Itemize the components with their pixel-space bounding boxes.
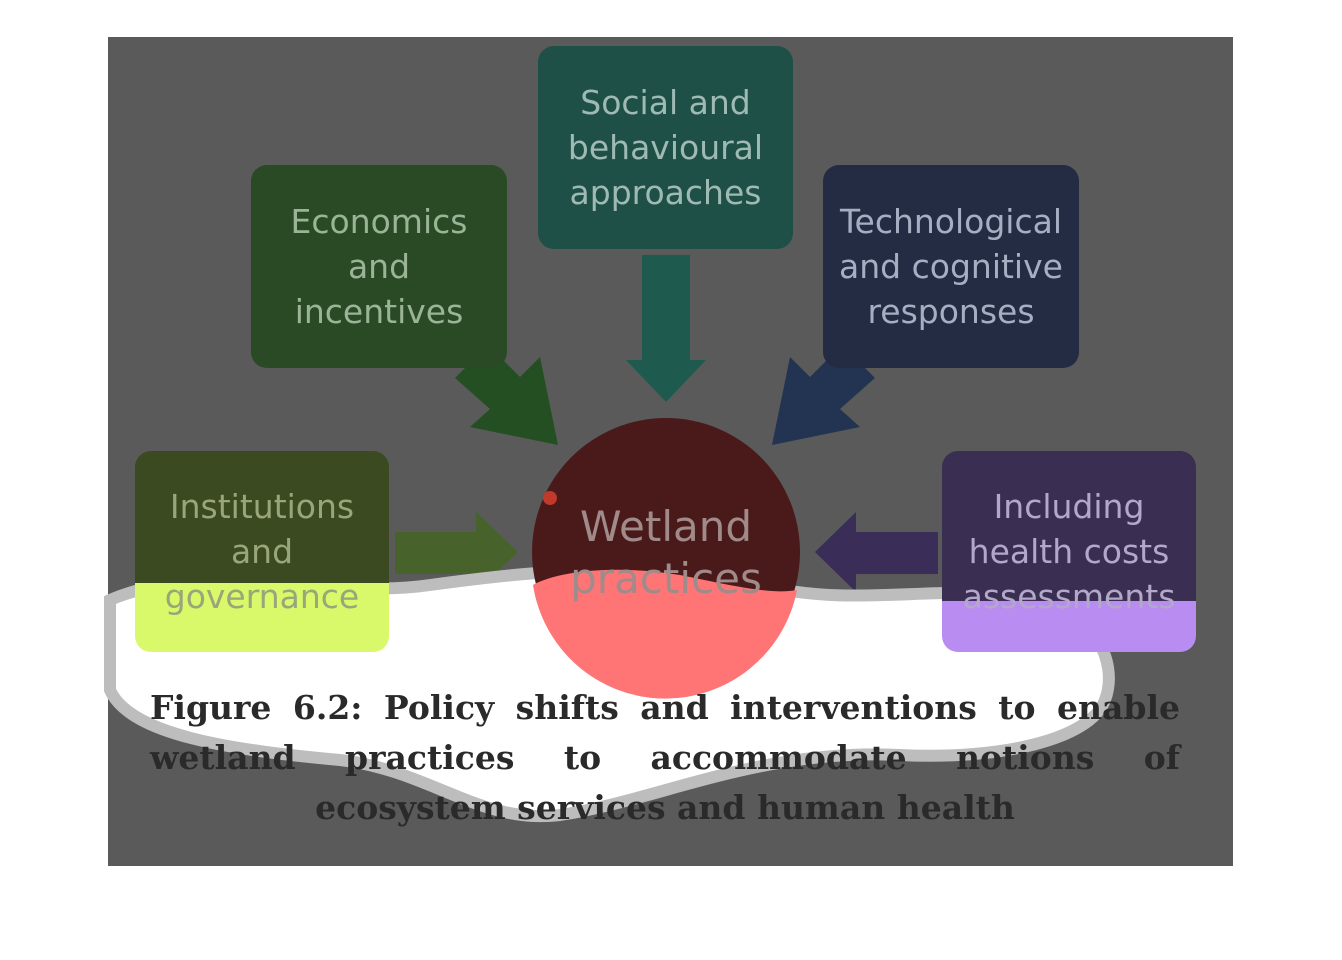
arrow-health-icon [815, 512, 938, 592]
center-circle-highlight [533, 569, 797, 699]
center-label: Wetland practices [560, 495, 772, 610]
node-health: Including health costs assessments [942, 451, 1196, 652]
node-technological-label: Technological and cognitive responses [839, 202, 1063, 331]
node-economics: Economics and incentives [251, 165, 507, 368]
node-health-label: Including health costs assessments [962, 487, 1176, 616]
node-institutions-label: Institutions and governance [164, 487, 360, 616]
node-social-label: Social and behavioural approaches [567, 83, 764, 212]
node-institutions: Institutions and governance [135, 451, 389, 652]
arrow-social-icon [626, 255, 706, 402]
node-technological: Technological and cognitive responses [823, 165, 1079, 368]
node-social: Social and behavioural approaches [538, 46, 793, 249]
node-economics-label: Economics and incentives [290, 202, 468, 331]
center-label-text: Wetland practices [570, 501, 762, 603]
figure-caption: Figure 6.2: Policy shifts and interventi… [150, 688, 1180, 827]
red-dot-icon [543, 491, 557, 505]
arrow-technological-icon [772, 345, 875, 445]
arrow-economics-icon [455, 345, 558, 445]
